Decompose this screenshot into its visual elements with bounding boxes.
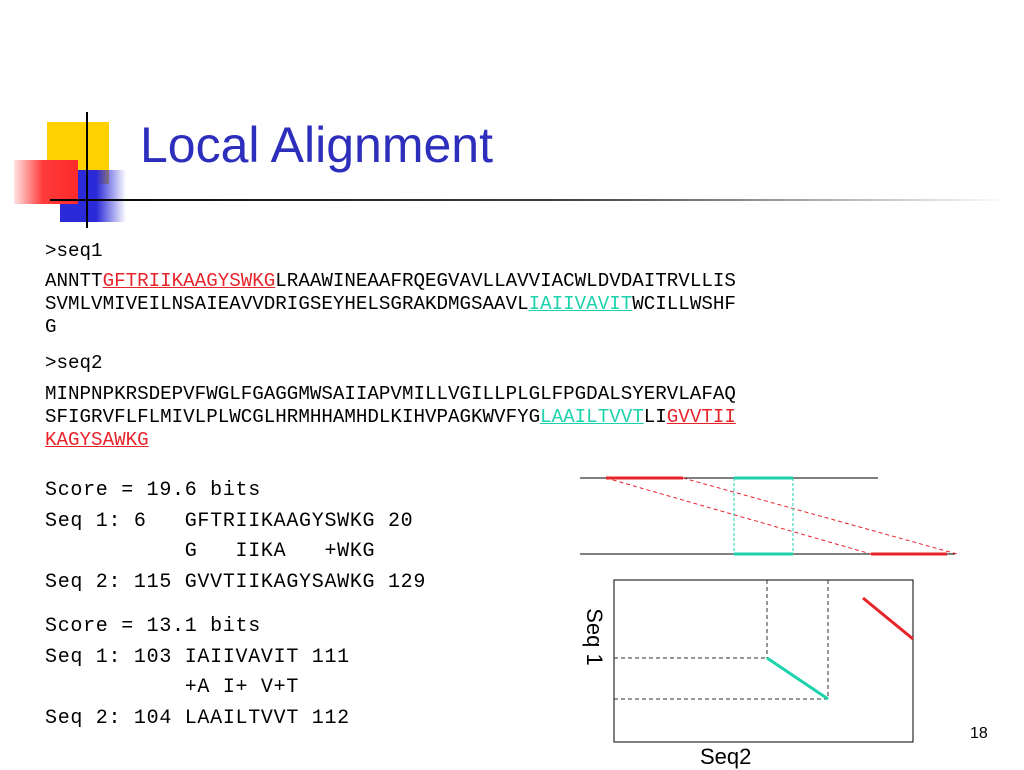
decor-vertical-line	[86, 112, 88, 228]
alignment1-seq1: Seq 1: 6 GFTRIIKAAGYSWKG 20	[45, 509, 414, 533]
slide-title: Local Alignment	[140, 117, 494, 173]
alignment2-match: +A I+ V+T	[45, 676, 300, 699]
seq2-line1: MINPNPKRSDEPVFWGLFGAGGMWSAIIAPVMILLVGILL…	[45, 383, 736, 405]
seq1-red-match: GFTRIIKAAGYSWKG	[102, 270, 276, 292]
seq1-sequence: ANNTTGFTRIIKAAGYSWKGLRAAWINEAAFRQEGVAVLL…	[45, 270, 736, 339]
cyan-diagonal-match	[766, 656, 829, 701]
dot-plot-xlabel: Seq2	[700, 744, 752, 769]
decor-red-square	[14, 160, 78, 204]
alignment1-match: G IIKA +WKG	[45, 540, 376, 563]
seq2-cyan-match: LAAILTVVT	[540, 406, 644, 428]
seq2-line2-prefix: SFIGRVFLFLMIVLPLWCGLHRMHHAMHDLKIHVPAGKWV…	[45, 406, 541, 428]
seq1-line2-suffix: WCILLWSHF	[632, 293, 736, 315]
seq1-line1-suffix: LRAAWINEAAFRQEGVAVLLAVVIACWLDVDAITRVLLIS	[275, 270, 736, 292]
seq1-header: >seq1	[45, 240, 103, 262]
red-connector-left	[605, 477, 872, 555]
seq2-line2-mid: LI	[643, 406, 667, 428]
seq2-sequence: MINPNPKRSDEPVFWGLFGAGGMWSAIIAPVMILLVGILL…	[45, 383, 736, 452]
alignment1-seq2: Seq 2: 115 GVVTIIKAGYSAWKG 129	[45, 570, 427, 594]
alignment2-score: Score = 13.1 bits	[45, 615, 261, 638]
seq2-red-match-part2: KAGYSAWKG	[45, 429, 149, 451]
dot-plot-ylabel: Seq 1	[581, 608, 607, 666]
seq1-line1-prefix: ANNTT	[45, 270, 103, 292]
alignment2-block: Score = 13.1 bits Seq 1: 103 IAIIVAVIT 1…	[45, 612, 350, 734]
page-number: 18	[970, 725, 988, 742]
red-connector-right	[682, 477, 958, 555]
decor-horizontal-line	[50, 199, 1010, 201]
seq2-red-match-part1: GVVTII	[666, 406, 736, 428]
alignment1-score: Score = 19.6 bits	[45, 479, 261, 502]
seq1-line3: G	[45, 316, 57, 338]
seq2-header: >seq2	[45, 352, 103, 374]
alignment1-block: Score = 19.6 bits Seq 1: 6 GFTRIIKAAGYSW…	[45, 476, 426, 598]
seq1-line2-prefix: SVMLVMIVEILNSAIEAVVDRIGSEYHELSGRAKDMGSAA…	[45, 293, 529, 315]
seq1-cyan-match: IAIIVAVIT	[528, 293, 633, 315]
dot-plot-frame	[613, 579, 914, 743]
red-diagonal-match	[862, 596, 914, 641]
alignment2-seq1: Seq 1: 103 IAIIVAVIT 111	[45, 645, 350, 669]
alignment2-seq2: Seq 2: 104 LAAILTVVT 112	[45, 706, 350, 730]
